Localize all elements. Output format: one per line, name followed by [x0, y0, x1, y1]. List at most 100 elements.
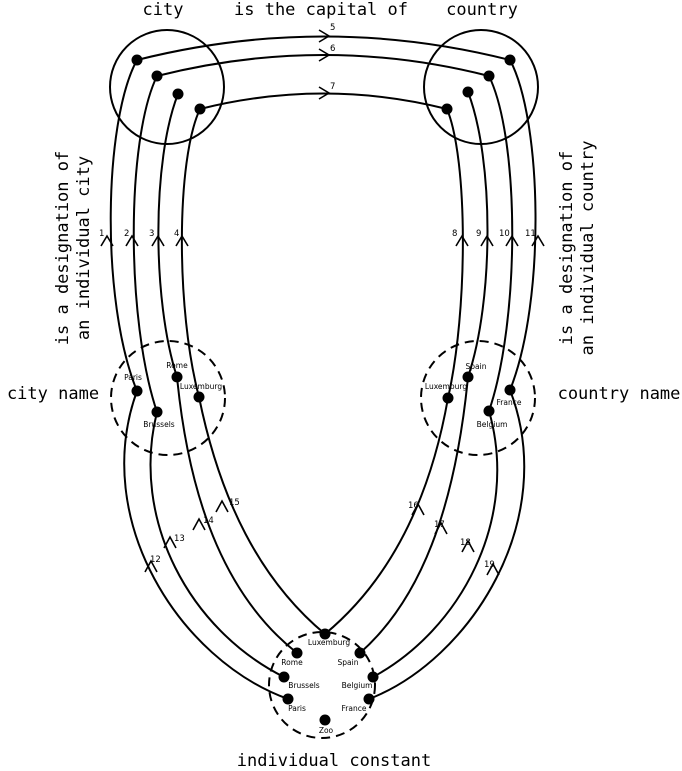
city-name-brussels: Brussels [143, 420, 174, 429]
city-concept-label: city [143, 0, 184, 20]
edge-8 [446, 108, 464, 399]
arrow-7 [318, 86, 331, 100]
edge-label-9: 9 [476, 229, 481, 239]
edge-label-2: 2 [124, 229, 129, 239]
individual-constant-label: individual constant [237, 751, 431, 771]
country-node-1 [504, 54, 516, 66]
edge-13 [149, 411, 285, 678]
arrow-19 [486, 562, 500, 576]
edge-label-1: 1 [99, 229, 104, 239]
arrow-18 [461, 539, 475, 553]
right-designation-line1: is a designation of [557, 151, 577, 345]
edge-label-15: 15 [229, 498, 240, 508]
country-node-3 [462, 86, 474, 98]
country-name-node-luxemburg [442, 392, 454, 404]
constant-france: France [342, 704, 367, 713]
country-name-spain: Spain [466, 362, 487, 371]
arrow-10 [505, 234, 519, 247]
edge-label-5: 5 [330, 23, 335, 33]
edge-12 [123, 390, 289, 700]
edge-label-12: 12 [150, 555, 161, 565]
arrow-12 [144, 559, 158, 573]
country-node-4 [441, 103, 453, 115]
country-name-luxemburg: Luxemburg [425, 382, 467, 391]
constant-node-france [363, 693, 375, 705]
constant-brussels: Brussels [288, 681, 319, 690]
arrow-13 [163, 535, 177, 549]
city-name-node-luxemburg [193, 391, 205, 403]
edge-label-13: 13 [174, 534, 185, 544]
arrow-16 [411, 502, 425, 516]
edge-label-6: 6 [330, 44, 335, 54]
edge-label-18: 18 [460, 538, 471, 548]
edge-19 [368, 389, 526, 700]
city-name-node-rome [171, 371, 183, 383]
left-designation-line2: an individual city [74, 156, 94, 340]
constant-spain: Spain [338, 658, 359, 667]
country-name-france: France [497, 398, 522, 407]
arrow-3 [151, 234, 165, 247]
arrow-6 [318, 48, 331, 62]
edge-label-4: 4 [174, 229, 179, 239]
city-name-node-paris [131, 385, 143, 397]
edge-5 [136, 35, 511, 61]
edge-9 [467, 91, 489, 378]
edge-label-11: 11 [525, 229, 536, 239]
edge-label-16: 16 [408, 501, 419, 511]
constant-rome: Rome [281, 658, 303, 667]
constant-node-zoo [319, 714, 331, 726]
relation-label: is the capital of [234, 0, 408, 20]
constant-node-luxemburg [319, 628, 331, 640]
constant-belgium: Belgium [342, 681, 373, 690]
city-name-paris: Paris [124, 373, 142, 382]
arrow-14 [192, 517, 206, 531]
arrow-11 [531, 234, 545, 247]
city-name-rome: Rome [166, 361, 188, 370]
individual-constant-circle [268, 631, 376, 739]
left-designation-line1: is a designation of [53, 151, 73, 345]
city-concept-circle [109, 29, 225, 145]
edge-14 [176, 376, 298, 654]
country-name-label: country name [558, 384, 681, 404]
country-name-node-belgium [483, 405, 495, 417]
city-node-1 [131, 54, 143, 66]
edge-16 [324, 397, 449, 635]
edge-label-8: 8 [452, 229, 457, 239]
country-node-2 [483, 70, 495, 82]
edge-7 [199, 92, 448, 110]
constant-node-belgium [367, 671, 379, 683]
constant-node-rome [291, 647, 303, 659]
edge-11 [509, 59, 537, 391]
country-name-node-spain [462, 371, 474, 383]
edge-2 [132, 75, 158, 413]
city-node-2 [151, 70, 163, 82]
left-designation-label: is a designation of an individual city [53, 151, 94, 345]
edge-label-10: 10 [499, 229, 510, 239]
edge-18 [372, 410, 499, 678]
country-name-node-france [504, 384, 516, 396]
country-concept-label: country [446, 0, 518, 20]
country-name-belgium: Belgium [477, 420, 508, 429]
arrow-2 [125, 234, 139, 247]
arrow-5 [318, 29, 331, 43]
edge-label-14: 14 [203, 516, 214, 526]
arrow-15 [215, 499, 229, 513]
city-name-luxemburg: Luxemburg [180, 382, 222, 391]
constant-luxemburg: Luxemburg [308, 638, 350, 647]
edge-6 [156, 54, 490, 77]
edge-label-19: 19 [484, 560, 495, 570]
constant-node-paris [282, 693, 294, 705]
city-name-node-brussels [151, 406, 163, 418]
arrow-8 [455, 234, 469, 247]
arrow-9 [480, 234, 494, 247]
edge-label-3: 3 [149, 229, 154, 239]
right-designation-label: is a designation of an individual countr… [557, 141, 598, 356]
constant-zoo: Zoo [319, 726, 334, 735]
arrow-17 [434, 521, 448, 535]
edge-label-17: 17 [434, 520, 445, 530]
city-name-circle [110, 340, 226, 456]
edge-15 [198, 396, 326, 635]
constant-paris: Paris [288, 704, 306, 713]
city-node-4 [194, 103, 206, 115]
